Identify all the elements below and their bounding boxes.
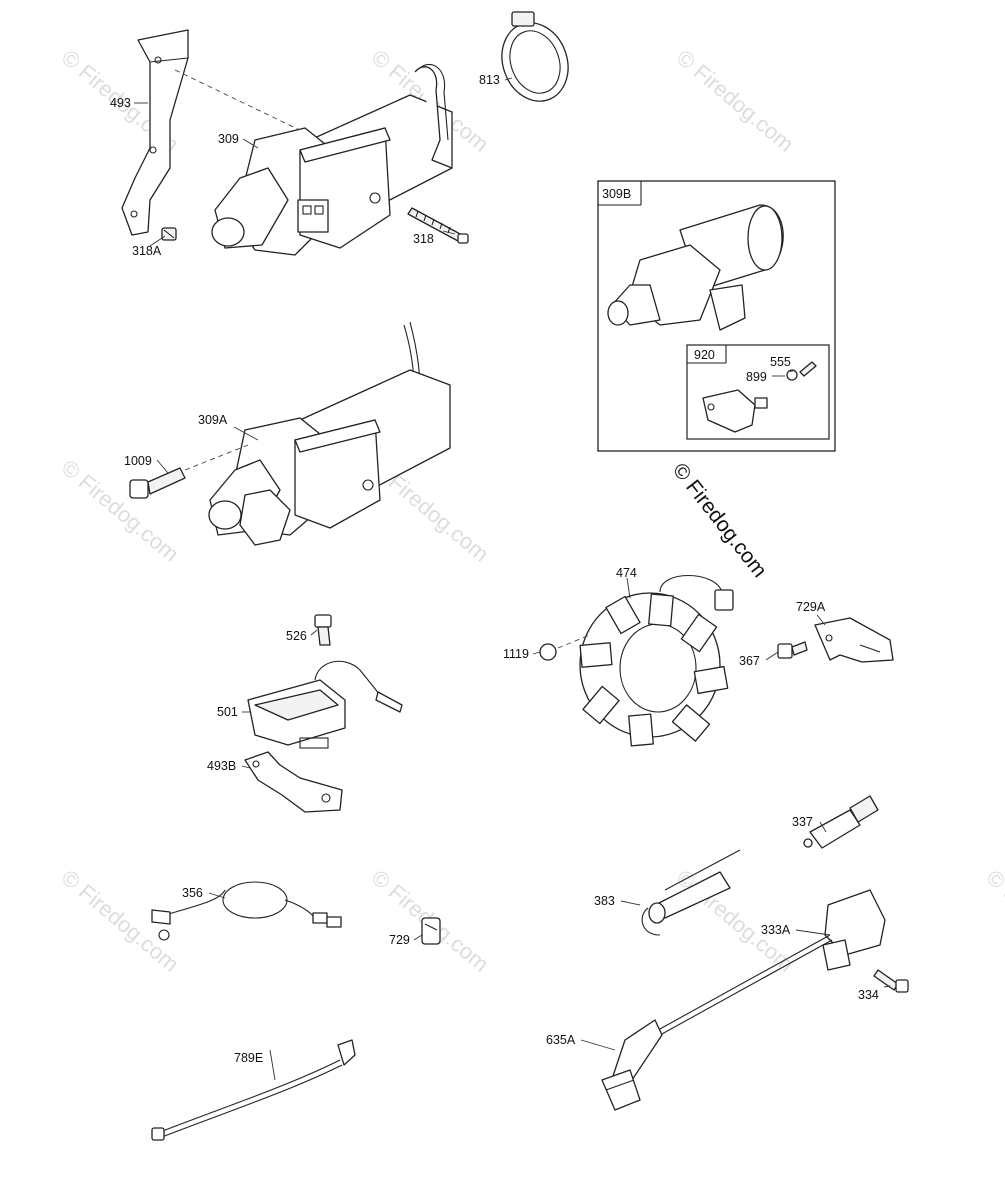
part-635A-spark-plug-boot [601,1019,663,1111]
part-1009-bolt [129,467,186,499]
part-334-bolt [873,969,909,993]
label-309B: 309B [602,187,631,201]
part-813-clamp [501,11,569,102]
label-501: 501 [217,705,238,719]
label-383: 383 [594,894,615,908]
watermark: © Firedog.com [672,45,799,157]
part-474-stator [579,575,734,747]
label-635A: 635A [546,1033,576,1047]
part-333A-ignition-coil [639,889,886,1046]
label-555: 555 [770,355,791,369]
label-729: 729 [389,933,410,947]
label-309A: 309A [198,413,228,427]
label-789E: 789E [234,1051,263,1065]
part-367-bolt [777,641,808,659]
label-318A: 318A [132,244,162,258]
label-526: 526 [286,629,307,643]
label-493B: 493B [207,759,236,773]
part-383-kill-wire [641,849,741,936]
part-337-spark-plug [803,795,879,849]
label-309: 309 [218,132,239,146]
label-920: 920 [694,348,715,362]
label-333A: 333A [761,923,791,937]
copyright-text: © Firedog.com [668,459,771,582]
part-356-wire-harness [151,881,342,941]
watermark: © Firedog.com [57,455,184,567]
label-1119: 1119 [503,647,529,661]
part-526-bolt [314,614,332,646]
part-789E-ground-wire [151,1039,356,1141]
watermark: © Firedog.com [672,865,799,977]
label-334: 334 [858,988,879,1002]
label-474: 474 [616,566,637,580]
watermark-layer: © Firedog.com © Firedog.com © Firedog.co… [57,45,1005,977]
label-367: 367 [739,654,760,668]
label-493: 493 [110,96,131,110]
label-318: 318 [413,232,434,246]
part-1119-bolt [539,634,591,661]
part-labels: 493 309 318A 318 813 309B 920 555 899 30… [110,73,879,1065]
part-309-starter-motor [211,63,453,256]
leader-lines [134,77,891,1081]
label-813: 813 [479,73,500,87]
label-337: 337 [792,815,813,829]
label-356: 356 [182,886,203,900]
part-501-rectifier [247,660,403,749]
part-729-clip [421,917,441,945]
label-729A: 729A [796,600,826,614]
part-309B-box [597,180,836,452]
part-493B-bracket [244,751,343,813]
part-493-bracket [121,29,189,236]
watermark: © Firedog.com [982,865,1005,977]
part-309A-starter-motor [208,321,451,546]
part-318A-bolt [161,227,177,241]
label-1009: 1009 [124,454,152,468]
label-899: 899 [746,370,767,384]
part-729A-bracket [814,617,894,663]
